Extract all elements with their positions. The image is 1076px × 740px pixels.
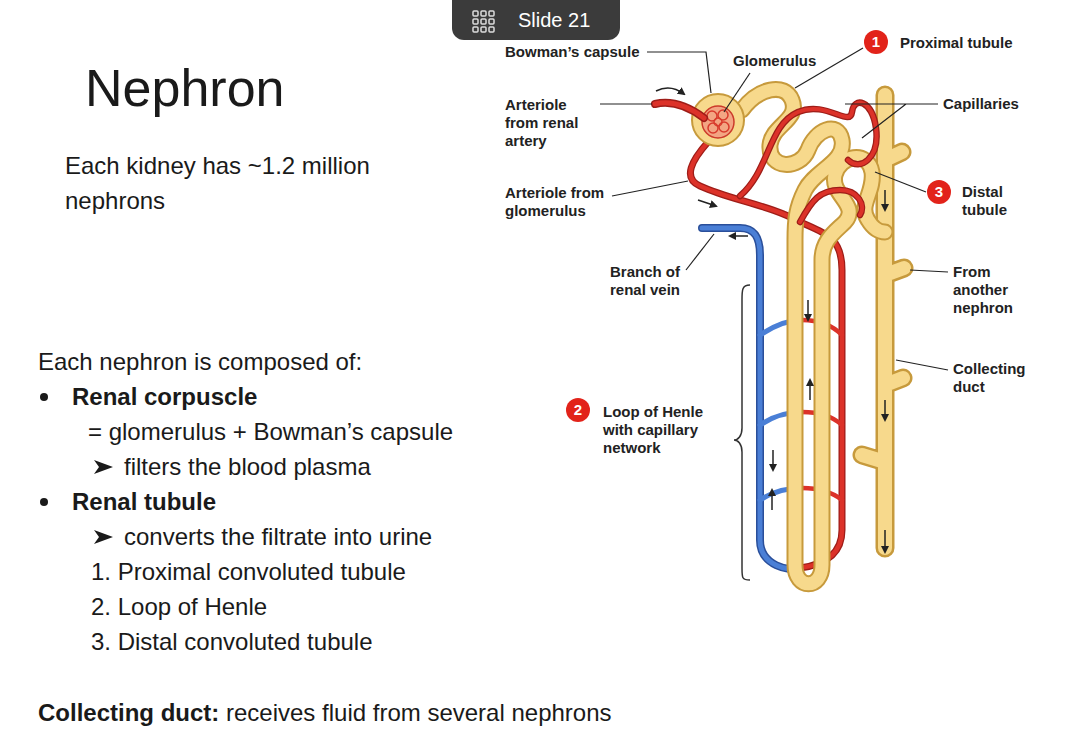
bowmans-capsule: [692, 94, 744, 146]
part-label: Capillaries: [943, 95, 1019, 113]
afferent-arteriole: [655, 103, 704, 118]
bullet-heading: Renal corpuscle: [72, 381, 257, 413]
bullet: [40, 393, 48, 401]
slide-title: Nephron: [85, 58, 284, 118]
glomerulus-loops: [707, 110, 729, 133]
part-label: Arteriole from renal artery: [505, 96, 597, 150]
part-label: Bowman’s capsule: [505, 43, 640, 61]
slide-badge: [452, 0, 620, 40]
part-label: Proximal tubule: [900, 34, 1013, 52]
body-text: = glomerulus + Bowman’s capsule: [88, 416, 453, 448]
arrow-bullet: [94, 460, 113, 474]
glomerulus: [702, 106, 734, 138]
peritubular-capillaries: [740, 103, 877, 222]
part-label: Branch of renal vein: [610, 263, 695, 299]
bullet-heading: Renal tubule: [72, 486, 216, 518]
body-text: Each kidney has ~1.2 million nephrons: [65, 148, 410, 218]
slide-number: Slide 21: [518, 8, 590, 32]
list-item: 1. Proximal convoluted tubule: [91, 556, 406, 588]
body-heading: Collecting duct:: [38, 697, 219, 729]
flow-arrow: [656, 88, 885, 552]
part-label: Glomerulus: [733, 52, 816, 70]
grid-icon: [473, 11, 494, 32]
bracket: [734, 285, 750, 580]
list-item: 3. Distal convoluted tubule: [91, 626, 373, 658]
part-label: Collecting duct: [953, 360, 1043, 396]
body-text: Each nephron is composed of:: [38, 346, 362, 378]
callout-number: 1: [864, 30, 888, 54]
body-text: receives fluid from several nephrons: [226, 697, 612, 729]
callout-number: 2: [566, 398, 590, 422]
body-text: filters the blood plasma: [124, 451, 371, 483]
callout-number: 3: [927, 180, 951, 204]
list-item: 2. Loop of Henle: [91, 591, 267, 623]
bullet: [40, 498, 48, 506]
body-text: converts the filtrate into urine: [124, 521, 432, 553]
leader-line: [600, 48, 948, 370]
part-label: Distal tubule: [962, 183, 1026, 219]
part-label: Loop of Henle with capillary network: [603, 403, 715, 457]
arrow-bullet: [94, 530, 113, 544]
part-label: From another nephron: [953, 263, 1038, 317]
part-label: Arteriole from glomerulus: [505, 184, 625, 220]
